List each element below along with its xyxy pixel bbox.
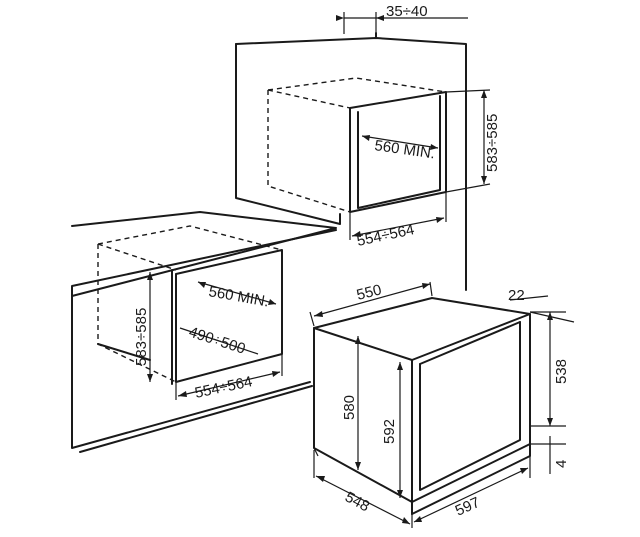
label-top-gap: 35÷40: [386, 3, 428, 20]
label-oven-total-height: 592: [381, 419, 398, 444]
label-lower-inner-depth: 490÷500: [187, 324, 248, 358]
label-oven-body-height: 580: [341, 395, 358, 420]
label-lower-width: 554÷564: [193, 373, 254, 402]
dimension-arrows: [147, 15, 553, 524]
label-upper-height: 583÷585: [484, 114, 501, 172]
upper-cabinet: [235, 32, 467, 291]
label-upper-width: 554÷564: [355, 221, 416, 250]
label-oven-depth-top: 550: [355, 281, 383, 304]
label-upper-depth: 560 MIN.: [373, 137, 436, 162]
worktop: [71, 211, 337, 297]
dimension-lines: [149, 12, 575, 528]
label-oven-front-offset: 22: [508, 287, 525, 304]
label-oven-base-offset: 4: [553, 460, 570, 468]
label-oven-width: 597: [453, 494, 483, 520]
label-lower-depth: 560 MIN.: [207, 283, 270, 310]
label-lower-height: 583÷585: [133, 308, 150, 366]
label-oven-front-height: 538: [553, 359, 570, 384]
label-oven-bottom-depth: 548: [342, 489, 372, 516]
